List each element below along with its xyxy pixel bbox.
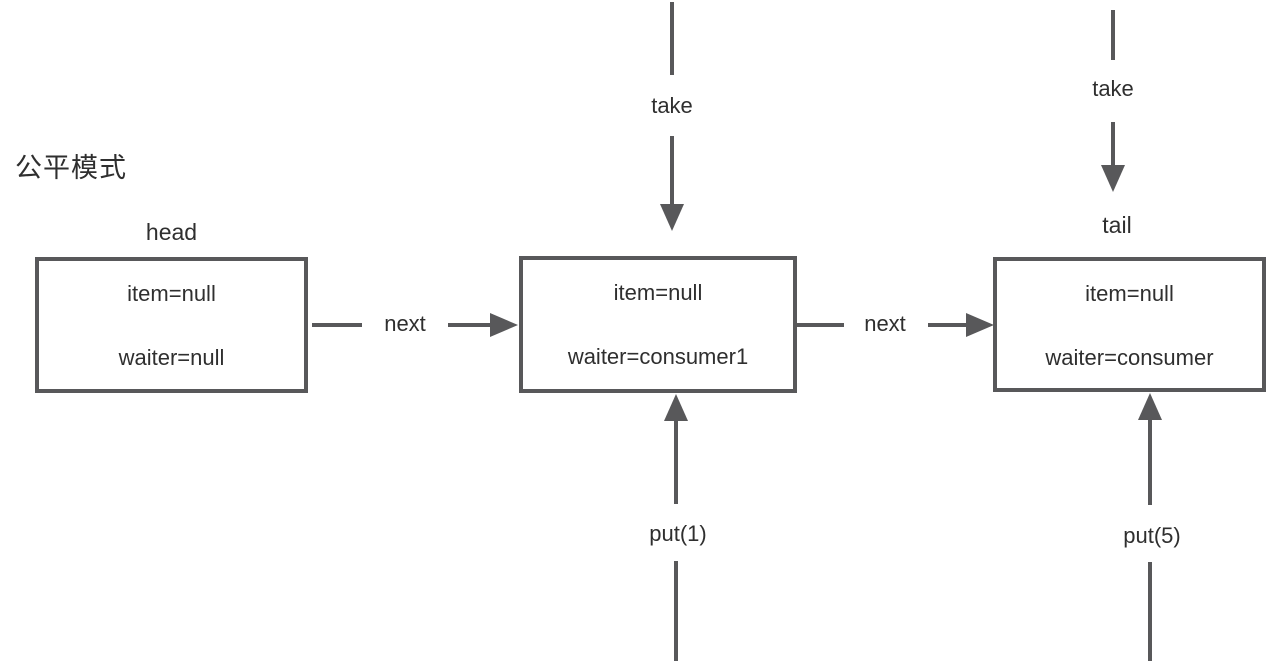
node-tail-waiter-field: waiter=consumer xyxy=(1045,345,1214,370)
put-arrow-1-line-top xyxy=(674,420,678,504)
put-arrow-2-label: put(5) xyxy=(1123,523,1181,548)
next-arrow-1-line-right xyxy=(448,323,492,327)
next-arrow-2-line-left xyxy=(797,323,844,327)
next-arrow-2-label: next xyxy=(864,311,906,336)
node-head: item=null waiter=null xyxy=(35,257,308,393)
take-arrow-2-arrowhead-icon xyxy=(1101,165,1125,192)
put-arrow-2-line-top xyxy=(1148,419,1152,505)
next-arrow-2-arrowhead-icon xyxy=(966,313,994,337)
take-arrow-1-label: take xyxy=(651,93,693,118)
take-arrow-2-line-bottom xyxy=(1111,122,1115,166)
node-middle-waiter-field: waiter=consumer1 xyxy=(567,344,749,369)
next-arrow-1-label: next xyxy=(384,311,426,336)
take-arrow-2-line-top xyxy=(1111,10,1115,60)
node-middle-item-field: item=null xyxy=(613,280,703,305)
put-arrow-1-line-bottom xyxy=(674,561,678,661)
pointer-label-tail: tail xyxy=(1102,212,1132,238)
next-arrow-1-arrowhead-icon xyxy=(490,313,518,337)
node-head-item-field: item=null xyxy=(127,281,216,306)
put-arrow-1-arrowhead-icon xyxy=(664,394,688,421)
node-head-waiter-field: waiter=null xyxy=(118,345,225,370)
take-arrow-1-line-top xyxy=(670,2,674,75)
take-arrow-1-arrowhead-icon xyxy=(660,204,684,231)
node-tail: item=null waiter=consumer xyxy=(993,257,1266,392)
node-tail-item-field: item=null xyxy=(1085,281,1174,306)
node-middle: item=null waiter=consumer1 xyxy=(519,256,797,393)
put-arrow-2-arrowhead-icon xyxy=(1138,393,1162,420)
diagram-title: 公平模式 xyxy=(15,153,127,183)
pointer-label-head: head xyxy=(145,219,198,245)
put-arrow-2-line-bottom xyxy=(1148,562,1152,661)
next-arrow-2-line-right xyxy=(928,323,968,327)
take-arrow-1-line-bottom xyxy=(670,136,674,205)
take-arrow-2-label: take xyxy=(1092,76,1134,101)
next-arrow-1-line-left xyxy=(312,323,362,327)
put-arrow-1-label: put(1) xyxy=(649,521,707,546)
